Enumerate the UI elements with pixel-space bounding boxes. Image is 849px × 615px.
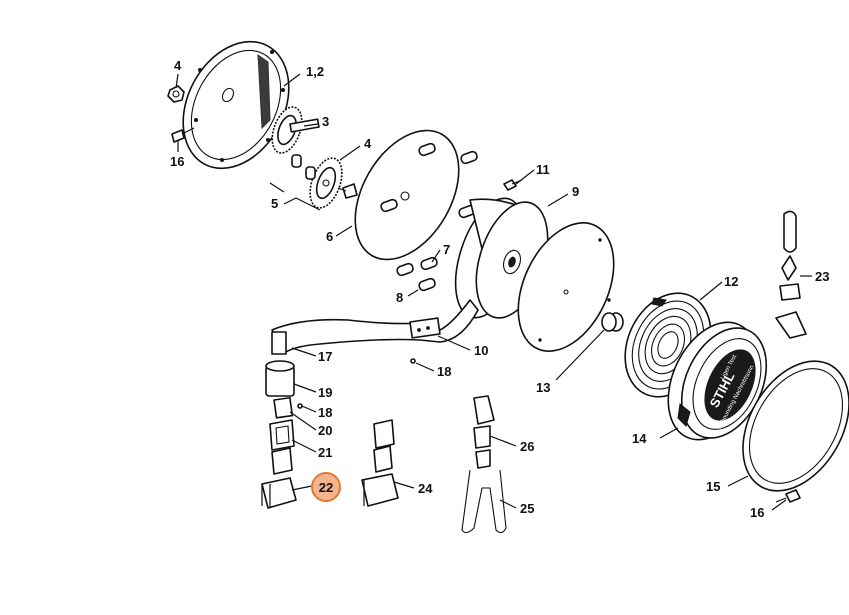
label-14: 14 (632, 431, 647, 446)
label-13: 13 (536, 380, 550, 395)
label-7: 7 (443, 242, 450, 257)
label-19: 19 (318, 385, 332, 400)
label-25: 25 (520, 501, 534, 516)
label-9: 9 (572, 184, 579, 199)
part-pins-5[interactable] (291, 154, 358, 199)
part-flange-1-2[interactable] (162, 23, 310, 186)
part-cover-plate[interactable] (499, 208, 633, 367)
label-17: 17 (318, 349, 332, 364)
label-21: 21 (318, 445, 332, 460)
part-screw-16a[interactable] (171, 127, 195, 143)
part-grip-19[interactable] (265, 360, 295, 397)
part-shackle-21[interactable] (269, 419, 295, 475)
leader-lines (175, 73, 812, 511)
label-18-b: 18 (318, 405, 332, 420)
label-5: 5 (271, 196, 278, 211)
label-10: 10 (474, 343, 488, 358)
label-26: 26 (520, 439, 534, 454)
part-gasket-15[interactable] (721, 342, 849, 509)
label-4-gear: 4 (364, 136, 372, 151)
part-gear-4[interactable] (304, 154, 348, 212)
part-nut-4[interactable] (167, 85, 185, 103)
label-16-bottom: 16 (750, 505, 764, 520)
part-gripper-24[interactable] (361, 419, 399, 507)
label-8: 8 (396, 290, 403, 305)
label-12: 12 (724, 274, 738, 289)
part-housing-14[interactable]: Ligen Test STIHL Rebounding Nachrebtsonn (651, 308, 783, 454)
part-plate-20[interactable] (273, 396, 294, 419)
part-gripper-22[interactable] (261, 477, 297, 509)
label-16-top: 16 (170, 154, 184, 169)
label-11: 11 (536, 162, 550, 177)
label-1-2: 1,2 (306, 64, 324, 79)
label-3: 3 (322, 114, 329, 129)
label-18-a: 18 (437, 364, 451, 379)
highlight-marker-22[interactable] (311, 472, 341, 502)
label-6: 6 (326, 229, 333, 244)
label-20: 20 (318, 423, 332, 438)
part-swivel-26[interactable] (473, 395, 495, 469)
part-plate-6[interactable] (334, 112, 480, 277)
label-22[interactable]: 22 (319, 480, 333, 495)
label-4-top: 4 (174, 58, 182, 73)
part-rivet-18b[interactable] (297, 403, 303, 409)
callout-labels: 4 1,2 3 4 16 5 6 11 9 7 8 12 23 17 10 18… (170, 58, 829, 520)
part-screw-11[interactable] (503, 179, 523, 191)
part-snap-hook-23[interactable] (775, 210, 807, 339)
part-screw-16b[interactable] (775, 489, 801, 503)
part-clamp-25[interactable] (461, 469, 507, 534)
part-bushing-13[interactable] (601, 312, 624, 332)
label-15: 15 (706, 479, 720, 494)
part-rivet-18a[interactable] (410, 358, 416, 364)
label-24: 24 (418, 481, 433, 496)
part-band-10-17[interactable] (271, 299, 479, 355)
label-23: 23 (815, 269, 829, 284)
